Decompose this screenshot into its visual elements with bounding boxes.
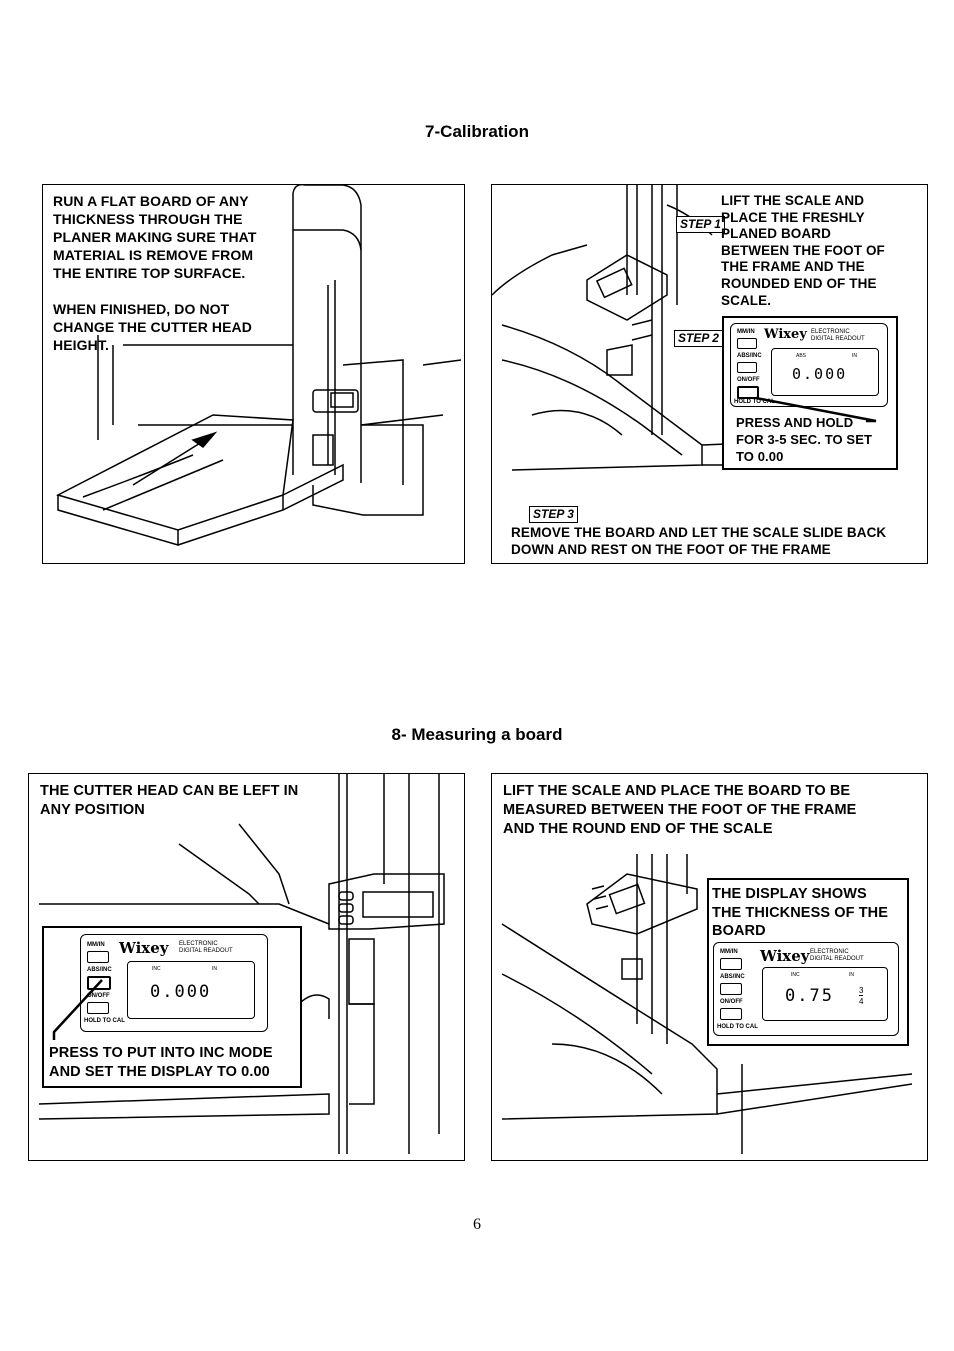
- calibration-planer-figure: RUN A FLAT BOARD OF ANY THICKNESS THROUG…: [42, 184, 465, 564]
- step-3-text: REMOVE THE BOARD AND LET THE SCALE SLIDE…: [511, 525, 887, 557]
- onoff-label: ON/OFF: [87, 993, 110, 999]
- onoff-button[interactable]: [737, 386, 759, 399]
- hold-to-cal-label: HOLD TO CAL: [84, 1018, 125, 1024]
- readout-value: 0.000: [792, 365, 848, 383]
- absinc-button[interactable]: [87, 976, 111, 990]
- scale-illustration: [492, 185, 823, 471]
- unit-indicator: IN: [849, 972, 854, 978]
- display-callout: THE DISPLAY SHOWS THE THICKNESS OF THE B…: [707, 878, 909, 1046]
- hold-to-cal-label: HOLD TO CAL: [734, 399, 775, 405]
- measuring-left-caption: THE CUTTER HEAD CAN BE LEFT IN ANY POSIT…: [40, 783, 299, 818]
- mmin-label: MM/IN: [737, 329, 755, 335]
- readout-value: 0.75: [785, 986, 834, 1006]
- digital-readout-inc: MM/IN ABS/INC ON/OFF HOLD TO CAL Wixey E…: [80, 934, 268, 1032]
- absinc-button[interactable]: [737, 362, 757, 373]
- mmin-button[interactable]: [737, 338, 757, 349]
- inc-mode-callout: MM/IN ABS/INC ON/OFF HOLD TO CAL Wixey E…: [42, 926, 302, 1088]
- step-3-tag: STEP 3: [529, 506, 578, 523]
- section-8-title: 8- Measuring a board: [391, 725, 563, 744]
- page-number: 6: [473, 1216, 481, 1233]
- wixey-logo: Wixey: [119, 939, 169, 957]
- mode-indicator: ABS: [796, 353, 807, 359]
- calibration-left-caption: RUN A FLAT BOARD OF ANY THICKNESS THROUG…: [53, 193, 257, 353]
- measuring-right-figure: LIFT THE SCALE AND PLACE THE BOARD TO BE…: [491, 773, 928, 1161]
- mmin-button[interactable]: [720, 958, 742, 970]
- measuring-illustration-left: [38, 774, 445, 1154]
- absinc-button[interactable]: [720, 983, 742, 995]
- digital-readout-thickness: MM/IN ABS/INC ON/OFF HOLD TO CAL Wixey E…: [713, 942, 899, 1036]
- mmin-button[interactable]: [87, 951, 109, 963]
- wixey-logo: Wixey: [764, 327, 807, 342]
- callout-arrow: [52, 979, 103, 1040]
- readout-screen: INC IN 0.000: [127, 961, 255, 1019]
- mode-indicator: INC: [152, 966, 161, 972]
- readout-subtitle: ELECTRONIC DIGITAL READOUT: [810, 949, 864, 962]
- planer-illustration: [55, 185, 462, 546]
- readout-subtitle: ELECTRONIC DIGITAL READOUT: [811, 329, 865, 342]
- absinc-label: ABS/INC: [720, 974, 745, 980]
- onoff-button[interactable]: [87, 1002, 109, 1014]
- step-2-text: PRESS AND HOLD FOR 3-5 SEC. TO SET TO 0.…: [736, 415, 873, 464]
- readout-screen: INC IN 0.75 3 4: [762, 967, 888, 1021]
- display-note: THE DISPLAY SHOWS THE THICKNESS OF THE B…: [712, 886, 889, 939]
- readout-value: 0.000: [150, 982, 212, 1002]
- digital-readout-abs: MM/IN ABS/INC ON/OFF HOLD TO CAL Wixey E…: [730, 323, 888, 407]
- absinc-label: ABS/INC: [87, 967, 112, 973]
- mode-indicator: INC: [791, 972, 800, 978]
- readout-subtitle: ELECTRONIC DIGITAL READOUT: [179, 941, 233, 954]
- step-1-tag: STEP 1: [676, 216, 725, 233]
- hold-to-cal-label: HOLD TO CAL: [717, 1024, 758, 1030]
- step-2-callout: MM/IN ABS/INC ON/OFF HOLD TO CAL Wixey E…: [722, 316, 898, 470]
- unit-indicator: IN: [212, 966, 217, 972]
- callout-arrow: [755, 396, 877, 423]
- fraction-numerator: 3: [859, 986, 864, 996]
- inc-mode-note: PRESS TO PUT INTO INC MODE AND SET THE D…: [49, 1045, 273, 1080]
- wixey-logo: Wixey: [760, 947, 810, 965]
- fraction-denominator: 4: [859, 997, 864, 1006]
- absinc-label: ABS/INC: [737, 353, 762, 359]
- step-2-tag: STEP 2: [674, 330, 723, 347]
- measuring-right-caption: LIFT THE SCALE AND PLACE THE BOARD TO BE…: [503, 783, 857, 837]
- calibration-steps-figure: STEP 1 LIFT THE SCALE AND PLACE THE FRES…: [491, 184, 928, 564]
- step-1-text: LIFT THE SCALE AND PLACE THE FRESHLY PLA…: [721, 193, 885, 308]
- mmin-label: MM/IN: [720, 949, 738, 955]
- onoff-label: ON/OFF: [737, 377, 760, 383]
- section-7-title: 7-Calibration: [425, 122, 529, 141]
- measuring-left-figure: THE CUTTER HEAD CAN BE LEFT IN ANY POSIT…: [28, 773, 465, 1161]
- onoff-label: ON/OFF: [720, 999, 743, 1005]
- readout-screen: ABS IN 0.000: [771, 348, 879, 396]
- onoff-button[interactable]: [720, 1008, 742, 1020]
- unit-indicator: IN: [852, 353, 857, 359]
- measuring-illustration-right: [501, 854, 913, 1154]
- mmin-label: MM/IN: [87, 942, 105, 948]
